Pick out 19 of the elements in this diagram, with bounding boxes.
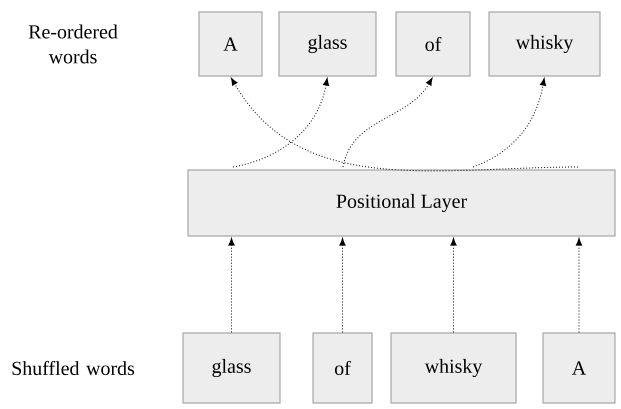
arrow [231, 78, 578, 172]
arrow [450, 238, 457, 333]
word-box: of [312, 332, 373, 404]
word-box: glass [182, 332, 281, 404]
side-label: Re-ordered words [28, 24, 118, 64]
word-box: A [542, 332, 616, 404]
word-box: whisky [488, 11, 601, 77]
word-box: of [395, 11, 471, 77]
arrow [339, 238, 346, 333]
side-label: Shuffled words [12, 360, 134, 376]
arrow [232, 78, 330, 168]
arrow [342, 78, 433, 168]
word-box: glass [278, 11, 377, 77]
arrow [472, 78, 546, 168]
word-box: whisky [390, 332, 517, 404]
layer-box: Positional Layer [187, 169, 616, 237]
arrow [576, 238, 582, 333]
arrow [228, 238, 235, 333]
word-box: A [198, 11, 263, 77]
